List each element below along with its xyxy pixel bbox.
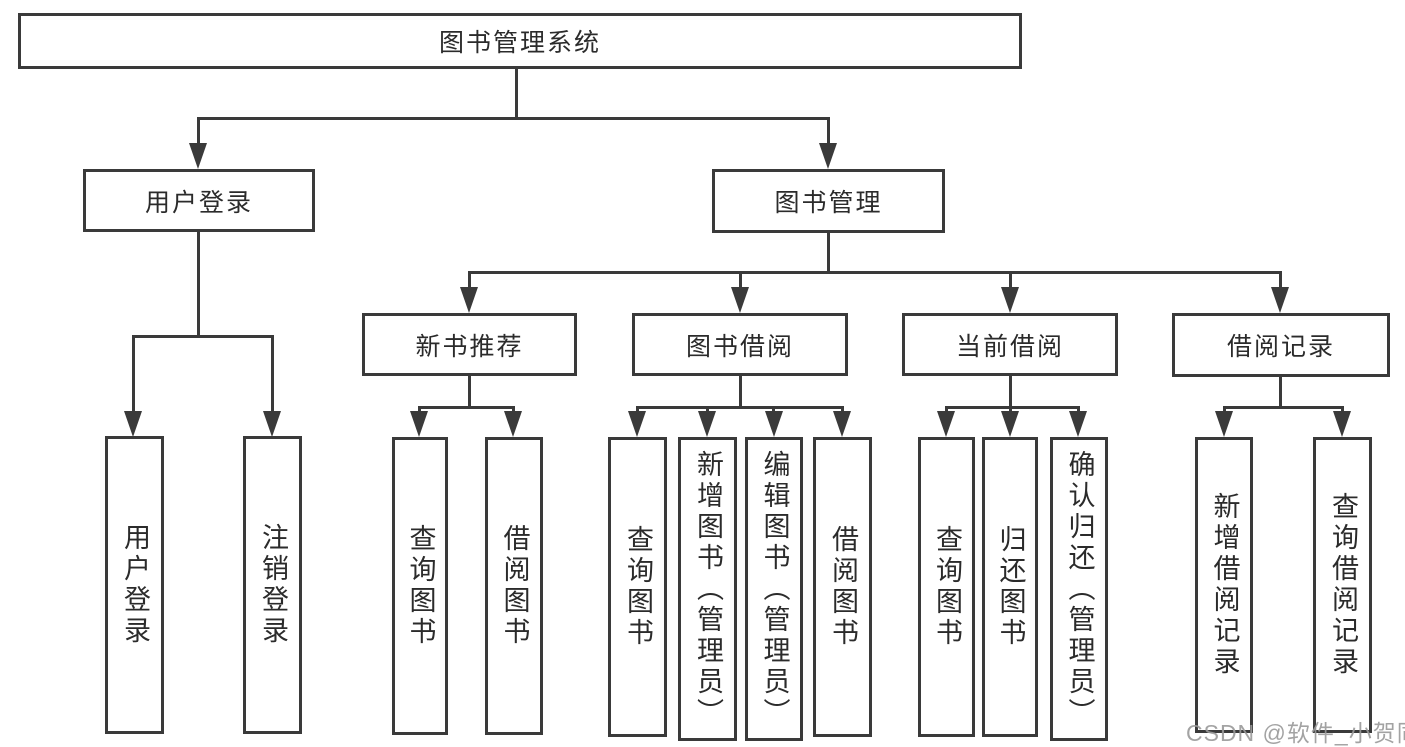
connector-drop-current-borrow bbox=[1009, 271, 1012, 289]
connector-drop-cb-confirm bbox=[1077, 406, 1080, 415]
leaf-bb-edit-book-admin: 编辑图书（管理员） bbox=[745, 437, 803, 741]
leaf-user-login: 用户登录 bbox=[105, 436, 164, 734]
connector-drop-bb-query bbox=[636, 406, 639, 415]
connector-current-borrow-stem bbox=[1009, 376, 1012, 408]
arrowhead-bb-edit bbox=[765, 411, 783, 437]
node-user-login: 用户登录 bbox=[83, 169, 315, 232]
node-root-label: 图书管理系统 bbox=[438, 29, 601, 57]
arrowhead-borrow-record bbox=[1271, 287, 1289, 313]
arrowhead-br-add bbox=[1215, 411, 1233, 437]
node-current-borrowing-label: 当前借阅 bbox=[955, 332, 1064, 361]
leaf-bb-edit-book-admin-label: 编辑图书（管理员） bbox=[759, 449, 790, 729]
node-new-book-recommend: 新书推荐 bbox=[362, 313, 577, 376]
node-book-management: 图书管理 bbox=[712, 169, 945, 233]
connector-user-login-bus bbox=[132, 335, 273, 338]
connector-drop-book-mgmt bbox=[827, 117, 830, 146]
leaf-bb-query-book-label: 查询图书 bbox=[623, 525, 653, 649]
leaf-bb-add-book-admin: 新增图书（管理员） bbox=[678, 437, 737, 741]
leaf-cb-query-book: 查询图书 bbox=[918, 437, 975, 737]
leaf-cb-return-book-label: 归还图书 bbox=[995, 525, 1026, 649]
connector-book-borrow-bus bbox=[636, 406, 843, 409]
arrowhead-bb-query bbox=[628, 411, 646, 437]
arrowhead-bb-add bbox=[698, 411, 716, 437]
leaf-br-query-record-label: 查询借阅记录 bbox=[1328, 492, 1358, 678]
arrowhead-user-login bbox=[189, 143, 207, 169]
node-root: 图书管理系统 bbox=[18, 13, 1022, 69]
arrowhead-nb-query bbox=[410, 411, 428, 437]
arrowhead-leaf-login bbox=[124, 411, 142, 437]
arrowhead-cb-return bbox=[1001, 411, 1019, 437]
arrowhead-new-book bbox=[460, 287, 478, 313]
connector-root-stem bbox=[515, 69, 518, 118]
leaf-bb-add-book-admin-label: 新增图书（管理员） bbox=[693, 449, 723, 729]
connector-drop-new-book bbox=[468, 271, 471, 289]
connector-book-borrow-stem bbox=[739, 376, 742, 408]
connector-book-mgmt-bus bbox=[468, 271, 1281, 274]
connector-root-bus bbox=[197, 117, 830, 120]
leaf-nb-query-book: 查询图书 bbox=[392, 437, 448, 735]
arrowhead-leaf-logout bbox=[263, 411, 281, 437]
node-current-borrowing: 当前借阅 bbox=[902, 313, 1118, 376]
leaf-cb-query-book-label: 查询图书 bbox=[932, 525, 962, 649]
leaf-cb-return-book: 归还图书 bbox=[982, 437, 1038, 737]
connector-user-login-stem bbox=[197, 232, 200, 336]
node-book-borrowing: 图书借阅 bbox=[632, 313, 848, 376]
arrowhead-current-borrow bbox=[1001, 287, 1019, 313]
leaf-logout-label: 注销登录 bbox=[258, 523, 288, 647]
watermark-text: CSDN @软件_小贺同学 bbox=[1186, 720, 1405, 746]
connector-drop-br-add bbox=[1223, 406, 1226, 415]
connector-drop-bb-add bbox=[706, 406, 709, 415]
node-borrowing-records: 借阅记录 bbox=[1172, 313, 1390, 377]
leaf-cb-confirm-return-admin-label: 确认归还（管理员） bbox=[1064, 449, 1095, 729]
leaf-nb-borrow-book-label: 借阅图书 bbox=[499, 524, 530, 648]
node-book-borrowing-label: 图书借阅 bbox=[685, 332, 794, 361]
leaf-bb-borrow-book-label: 借阅图书 bbox=[828, 525, 858, 649]
arrowhead-bb-borrow bbox=[833, 411, 851, 437]
arrowhead-cb-confirm bbox=[1069, 411, 1087, 437]
leaf-user-login-label: 用户登录 bbox=[120, 523, 150, 647]
arrowhead-book-mgmt bbox=[819, 143, 837, 169]
connector-drop-borrow-record bbox=[1279, 271, 1282, 289]
connector-borrow-record-bus bbox=[1223, 406, 1343, 409]
node-borrowing-records-label: 借阅记录 bbox=[1226, 333, 1335, 361]
leaf-br-add-record: 新增借阅记录 bbox=[1195, 437, 1253, 733]
arrowhead-book-borrow bbox=[731, 287, 749, 313]
connector-drop-user-login bbox=[197, 117, 200, 146]
arrowhead-cb-query bbox=[937, 411, 955, 437]
arrowhead-br-query bbox=[1333, 411, 1351, 437]
connector-drop-cb-return bbox=[1009, 406, 1012, 415]
leaf-nb-borrow-book: 借阅图书 bbox=[485, 437, 543, 735]
connector-new-book-stem bbox=[468, 376, 471, 408]
leaf-bb-borrow-book: 借阅图书 bbox=[813, 437, 872, 737]
connector-drop-book-borrow bbox=[739, 271, 742, 289]
connector-drop-br-query bbox=[1341, 406, 1344, 415]
leaf-br-add-record-label: 新增借阅记录 bbox=[1209, 492, 1240, 678]
connector-drop-bb-edit bbox=[772, 406, 775, 415]
connector-drop-leaf-login bbox=[132, 335, 135, 413]
connector-book-mgmt-stem bbox=[827, 233, 830, 273]
connector-drop-nb-query bbox=[418, 406, 421, 415]
node-book-management-label: 图书管理 bbox=[774, 189, 883, 217]
connector-drop-bb-borrow bbox=[841, 406, 844, 415]
connector-drop-cb-query bbox=[945, 406, 948, 415]
leaf-bb-query-book: 查询图书 bbox=[608, 437, 667, 737]
connector-drop-leaf-logout bbox=[271, 335, 274, 413]
connector-drop-nb-borrow bbox=[512, 406, 515, 415]
connector-borrow-record-stem bbox=[1279, 377, 1282, 408]
connector-new-book-bus bbox=[418, 406, 515, 409]
leaf-logout: 注销登录 bbox=[243, 436, 302, 734]
leaf-nb-query-book-label: 查询图书 bbox=[405, 524, 436, 648]
connector-current-borrow-bus bbox=[945, 406, 1079, 409]
leaf-br-query-record: 查询借阅记录 bbox=[1313, 437, 1372, 733]
node-user-login-label: 用户登录 bbox=[144, 188, 253, 217]
node-new-book-recommend-label: 新书推荐 bbox=[415, 332, 524, 361]
leaf-cb-confirm-return-admin: 确认归还（管理员） bbox=[1050, 437, 1108, 741]
arrowhead-nb-borrow bbox=[504, 411, 522, 437]
